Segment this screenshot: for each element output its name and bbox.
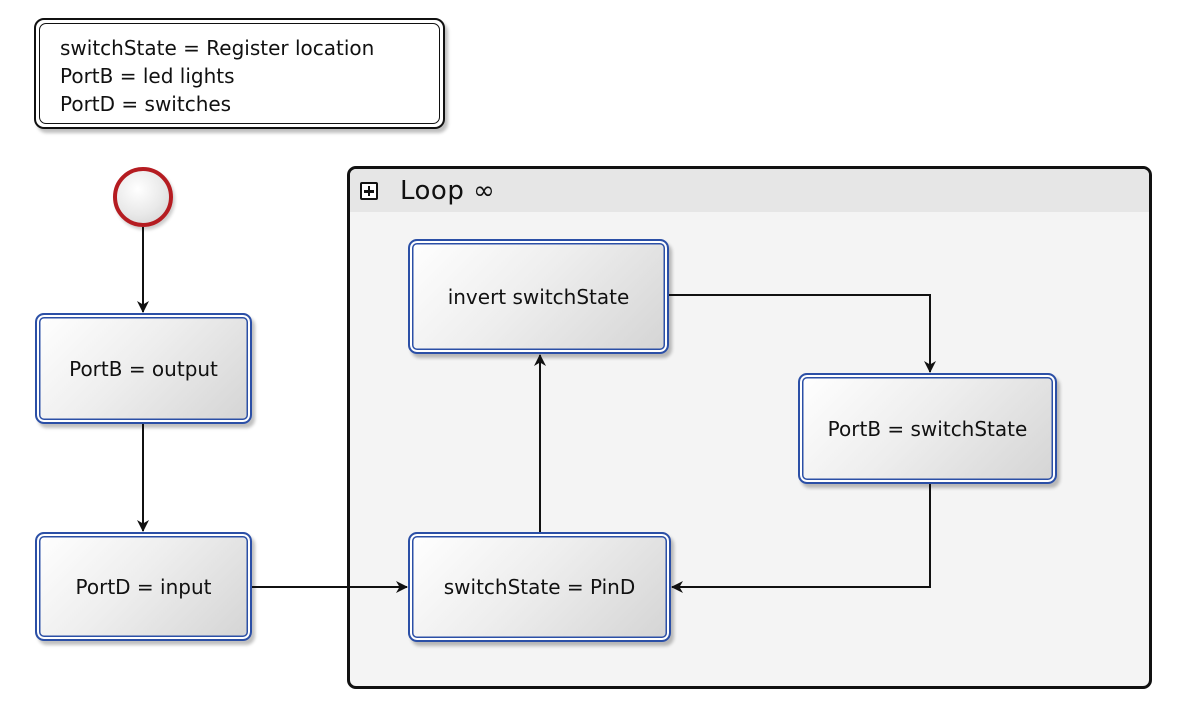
expand-plus-icon[interactable] [360,182,378,200]
start-event-node[interactable] [113,167,173,227]
legend-line-switchstate: switchState = Register location [60,36,375,60]
legend-note: switchState = Register location PortB = … [34,18,445,129]
edge-portb-switchstate-to-switchstate-pind [671,484,931,593]
legend-line-portb: PortB = led lights [60,64,235,88]
edge-invert-to-portb-switchstate [669,294,936,373]
node-invert-switchstate[interactable]: invert switchState [408,239,669,354]
loop-title: Loop ∞ [400,176,496,206]
loop-header: Loop ∞ [350,169,1149,212]
legend-note-text: switchState = Register location PortB = … [60,34,374,118]
node-portb-output[interactable]: PortB = output [35,313,252,424]
node-portb-switchstate[interactable]: PortB = switchState [798,373,1057,484]
node-portd-input[interactable]: PortD = input [35,532,252,641]
legend-line-portd: PortD = switches [60,92,232,116]
node-switchstate-pind[interactable]: switchState = PinD [408,532,671,642]
legend-note-inner-border [39,23,440,124]
